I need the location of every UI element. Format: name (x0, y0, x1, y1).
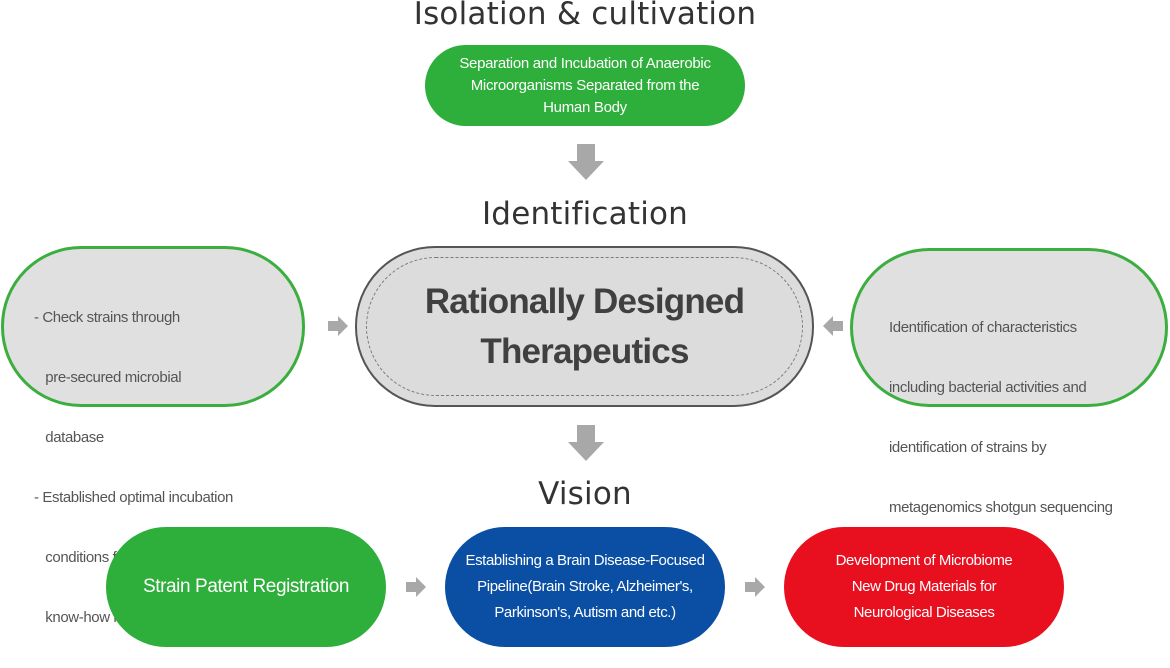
vision-pill-pipeline: Establishing a Brain Disease-Focused Pip… (445, 527, 725, 647)
arrow-down-icon (568, 425, 604, 461)
identification-title: Identification (481, 196, 689, 232)
arrow-right-icon (328, 316, 348, 336)
vision-pill-patent: Strain Patent Registration (106, 527, 386, 647)
arrow-left-icon (823, 316, 843, 336)
arrow-down-icon (568, 144, 604, 180)
left-info-line: database (34, 429, 104, 446)
left-info-box: - Check strains through pre-secured micr… (1, 246, 305, 626)
isolation-pill-text: Separation and Incubation of Anaerobic M… (459, 54, 711, 116)
center-therapeutics-text: Rationally Designed Therapeutics (424, 281, 745, 371)
center-therapeutics-pill: Rationally Designed Therapeutics (355, 246, 814, 407)
vision-pill-pipeline-text: Establishing a Brain Disease-Focused Pip… (465, 552, 705, 621)
vision-pill-new-drug: Development of Microbiome New Drug Mater… (784, 527, 1064, 647)
arrow-right-icon (745, 577, 765, 597)
right-info-line: Identification of characteristics (889, 319, 1077, 336)
vision-pill-new-drug-text: Development of Microbiome New Drug Mater… (835, 552, 1013, 621)
left-info-line: - Check strains through (34, 309, 180, 326)
right-info-text: Identification of characteristics includ… (889, 278, 1113, 618)
vision-pill-patent-text: Strain Patent Registration (142, 576, 350, 597)
isolation-pill: Separation and Incubation of Anaerobic M… (425, 45, 745, 126)
isolation-title: Isolation & cultivation (413, 0, 757, 32)
right-info-box: Identification of characteristics includ… (850, 248, 1168, 576)
right-info-line: including bacterial activities and (889, 379, 1087, 396)
arrow-right-icon (406, 577, 426, 597)
left-info-line: pre-secured microbial (34, 369, 182, 386)
right-info-line: metagenomics shotgun sequencing (889, 499, 1113, 516)
left-info-line: - Established optimal incubation (34, 489, 233, 506)
right-info-line: identification of strains by (889, 439, 1047, 456)
vision-title: Vision (538, 476, 632, 512)
